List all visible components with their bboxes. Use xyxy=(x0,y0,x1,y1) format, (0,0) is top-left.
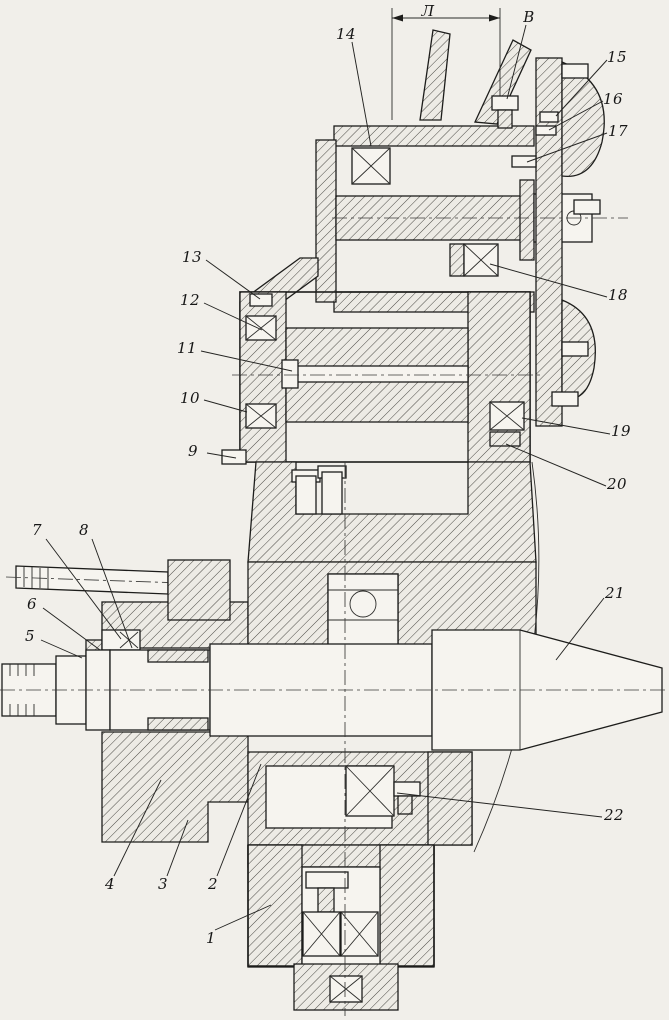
callout-17: 17 xyxy=(607,122,629,140)
gear-drum xyxy=(221,291,531,465)
callout-21: 21 xyxy=(604,584,626,602)
input-stub-shaft xyxy=(5,559,231,621)
callout-9: 9 xyxy=(187,442,199,460)
wheel-flange xyxy=(511,57,605,427)
callout-6: 6 xyxy=(26,595,38,613)
callout-19: 19 xyxy=(610,422,632,440)
callout-16: 16 xyxy=(602,90,624,108)
callout-11: 11 xyxy=(176,339,198,357)
leader-lines xyxy=(40,24,611,931)
callout-B: В xyxy=(523,8,535,26)
callout-18: 18 xyxy=(607,286,629,304)
callout-4: 4 xyxy=(104,875,116,893)
callout-2: 2 xyxy=(207,875,219,893)
callout-L: Л xyxy=(421,2,435,20)
callout-10: 10 xyxy=(179,389,201,407)
callout-8: 8 xyxy=(78,521,90,539)
callout-3: 3 xyxy=(157,875,169,893)
callout-15: 15 xyxy=(606,48,628,66)
bottom-bearing-unit xyxy=(247,844,435,1011)
callout-20: 20 xyxy=(606,475,628,493)
callout-1: 1 xyxy=(205,929,217,947)
callout-22: 22 xyxy=(603,806,625,824)
callout-14: 14 xyxy=(335,25,357,43)
centerlines xyxy=(0,217,668,1016)
callout-12: 12 xyxy=(179,291,201,309)
callout-7: 7 xyxy=(31,521,43,539)
callout-5: 5 xyxy=(24,627,36,645)
mid-housing xyxy=(247,461,537,563)
callout-13: 13 xyxy=(181,248,203,266)
dimension-L xyxy=(391,8,501,120)
